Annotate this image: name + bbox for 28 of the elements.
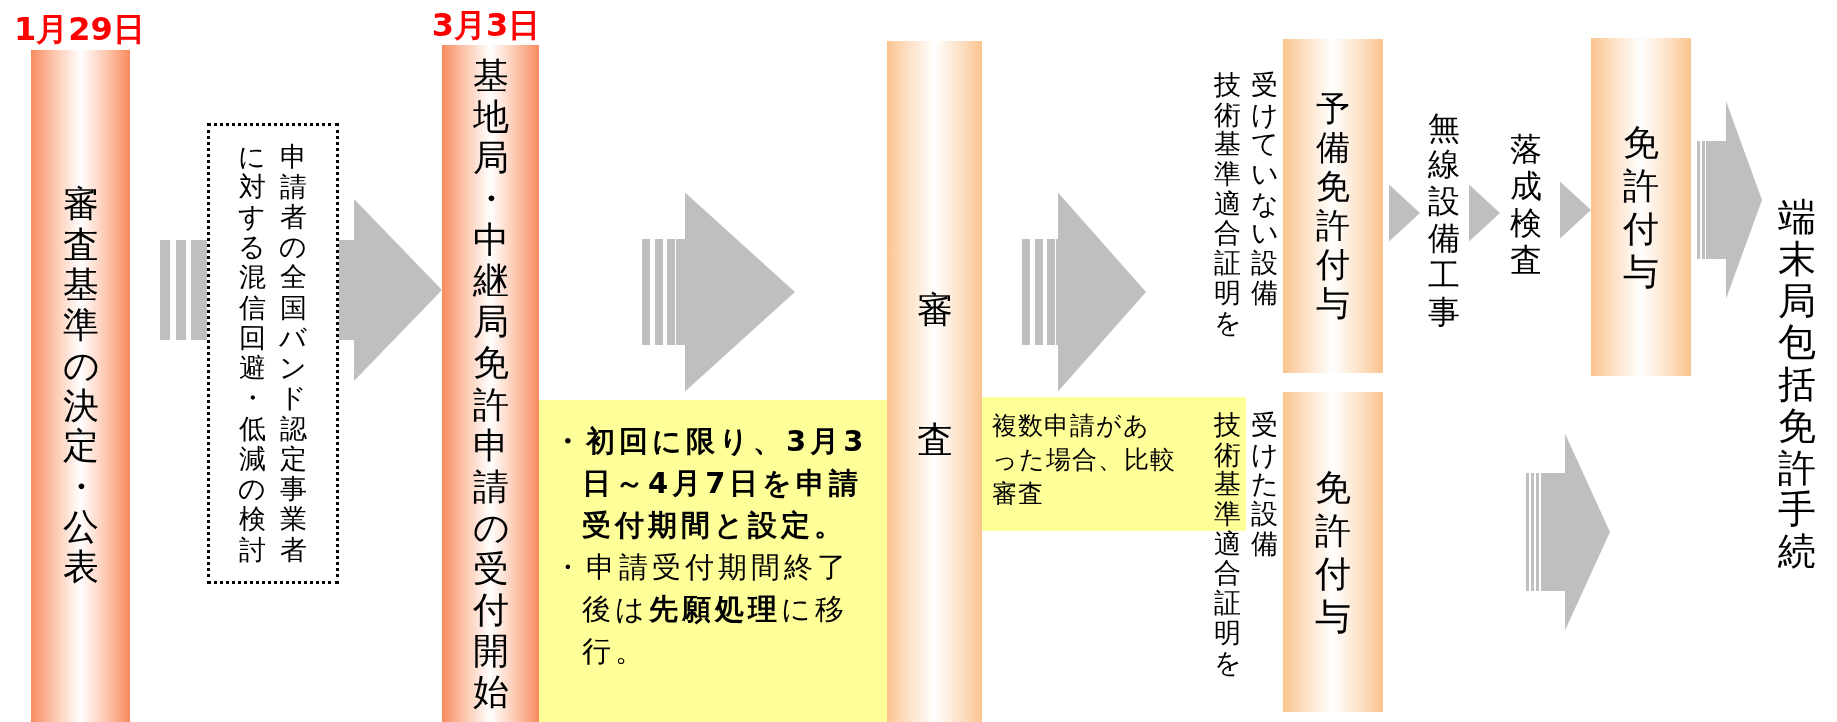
- process-bar: [31, 50, 130, 722]
- date-label: 3月3日: [430, 5, 542, 46]
- date-label: 1月29日: [14, 9, 144, 50]
- process-bar: [1283, 39, 1383, 373]
- process-bar: [887, 41, 982, 722]
- note-box: [539, 400, 887, 722]
- step-label: 端末局包括免許手続: [1778, 196, 1816, 574]
- step-label: 審査: [916, 288, 953, 462]
- note-text: ・初回に限り、3月3日～4月7日を申請受付期間と設定。: [553, 423, 869, 545]
- process-bar: [1591, 38, 1691, 376]
- note-text: 複数申請があった場合、比較審査: [992, 410, 1176, 510]
- process-bar: [1283, 392, 1383, 712]
- step-label: 無線設備工事: [1428, 109, 1460, 331]
- chevron-arrow: [1467, 184, 1501, 242]
- note-box: [982, 397, 1246, 531]
- step-label: 免許付与: [1623, 120, 1659, 294]
- process-bar: [442, 45, 539, 722]
- note-text: ・申請受付期間終了後は先願処理に移行。: [553, 549, 851, 671]
- step-label: 免許付与: [1315, 465, 1351, 639]
- step-label: 予備免許付与: [1316, 88, 1350, 324]
- step-label: 審査基準の決定・公表: [62, 184, 99, 588]
- step-label: 申請者の全国バンド認定事業者に対する混信回避・低減の検討: [239, 141, 307, 566]
- step-label: 基地局・中継局免許申請の受付開始: [472, 55, 509, 712]
- note-box: [207, 123, 339, 584]
- chevron-arrow: [339, 199, 442, 381]
- condition-label: 技術基準適合証明を受けていない設備: [1214, 70, 1278, 338]
- condition-label: 技術基準適合証明を受けた設備: [1214, 410, 1278, 678]
- step-label: 落成検査: [1510, 131, 1542, 279]
